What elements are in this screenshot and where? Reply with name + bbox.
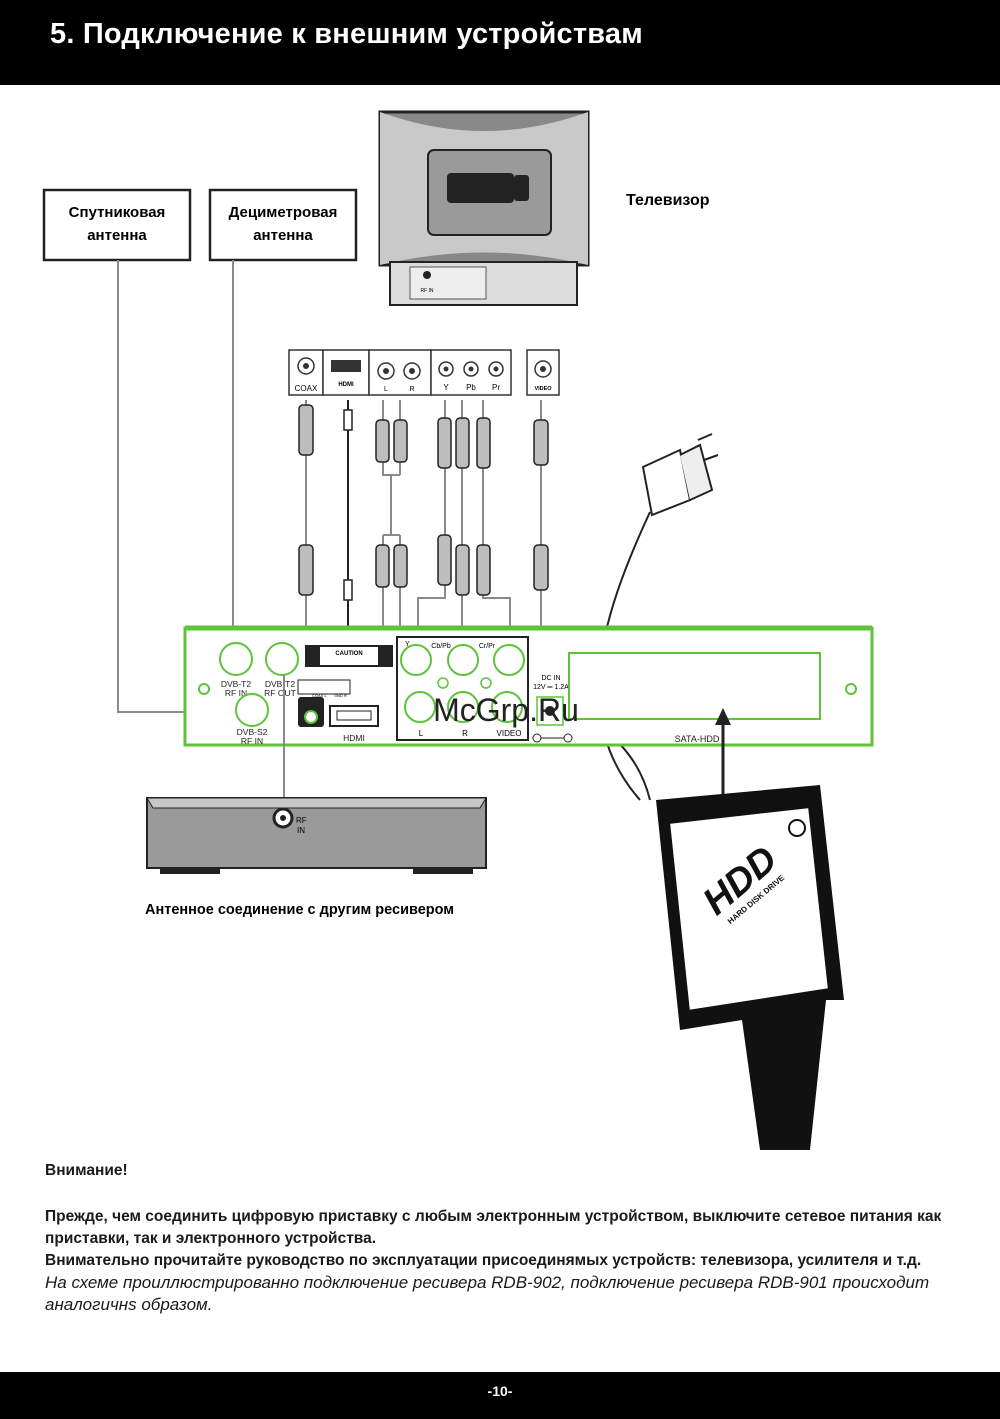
l-port-label: L [419,729,424,738]
receiver-rf-label: RF [296,816,307,825]
r-connector-label: R [409,386,414,393]
dvbt2-in-label-2: RF IN [225,688,247,698]
l-connector-label: L [384,386,388,393]
receiver-in-label: IN [297,826,305,835]
dvbt2-out-label-1: DVB-T2 [265,679,296,689]
page-number: -10- [487,1383,513,1399]
y-connector-label: Y [443,383,449,392]
dc-in-label-2: 12V ═ 1.2A [533,684,569,691]
y-port-label: Y [405,641,410,648]
coax-label: COAX [295,384,318,393]
warning-line-1: Прежде, чем соединить цифровую приставку… [45,1208,942,1247]
warning-heading: Внимание! [45,1162,128,1179]
tv-connectors: COAX HDMI L R Y Pb Pr VIDEO [288,349,560,396]
dvbs2-in-label-2: RF IN [241,736,263,746]
r-port-label: R [462,729,468,738]
page-footer: -10- [0,1372,1000,1419]
dvbt2-out-label-2: RF OUT [264,688,296,698]
gnd-small-label: GND R [334,693,347,698]
page-title: 5. Подключение к внешним устройствам [50,18,643,50]
tv-rf-in-label: RF IN [420,288,433,294]
warning-note: Внимание! Прежде, чем соединить цифровую… [45,1160,965,1316]
satellite-antenna-label-1: Спутниковая [69,204,166,221]
page-header: 5. Подключение к внешним устройствам [0,0,1000,85]
caution-label: CAUTION [335,651,362,657]
warning-line-3: На схеме проиллюстрированно подключение … [45,1273,930,1314]
dvbt2-in-label-1: DVB-T2 [221,679,252,689]
hdd-icon: HDD HARD DISK DRIVE [656,785,844,1150]
pr-connector-label: Pr [492,383,500,392]
warning-line-2: Внимательно прочитайте руководство по эк… [45,1252,922,1269]
connection-diagram: Спутниковая антенна Дециметровая антенна… [42,110,874,1150]
uhf-antenna-box: Дециметровая антенна [208,188,358,262]
second-receiver-icon: RF IN [146,797,487,874]
watermark: McGrp.Ru [433,692,579,728]
satellite-antenna-label-2: антенна [87,227,147,244]
pb-connector-label: Pb [466,383,476,392]
tv-label: Телевизор [626,192,710,209]
hdmi-port-label: HDMI [343,733,365,743]
cbpb-port-label: Cb/Pb [431,643,451,650]
video-connector-label: VIDEO [534,386,552,392]
uhf-antenna-label-2: антенна [253,227,313,244]
video-port-label: VIDEO [497,729,522,738]
uhf-antenna-label-1: Дециметровая [229,204,338,221]
tv-icon: RF IN [378,110,590,306]
receiver-caption: Антенное соединение с другим ресивером [145,902,454,918]
sata-hdd-label: SATA-HDD [675,734,720,744]
hdmi-connector-label: HDMI [338,382,354,388]
crpr-port-label: Cr/Pr [479,643,496,650]
satellite-antenna-box: Спутниковая антенна [42,188,192,262]
coax-small-label: COAX L [312,693,327,698]
dc-in-label-1: DC IN [541,675,560,682]
receiver-back-panel: DVB-T2 RF IN DVB-T2 RF OUT DVB-S2 RF IN … [183,625,874,747]
dvbs2-in-label-1: DVB-S2 [237,727,268,737]
